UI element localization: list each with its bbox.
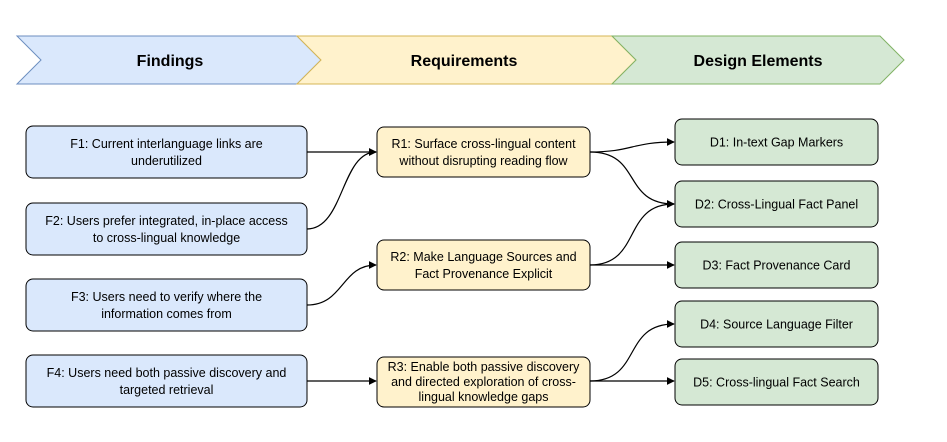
requirement-text-line: R2: Make Language Sources and (390, 250, 576, 264)
finding-text-line: F4: Users need both passive discovery an… (47, 366, 287, 380)
edge-f3-r2 (306, 261, 377, 306)
finding-text-line: F1: Current interlanguage links are (70, 137, 263, 151)
design-node-d2: D2: Cross-Lingual Fact Panel (674, 180, 879, 228)
design-elements-header: Design Elements (694, 53, 823, 70)
finding-text-line: F3: Users need to verify where the (71, 290, 262, 304)
requirements-column: R1: Surface cross-lingual content withou… (376, 126, 591, 408)
edge-r3-d4 (589, 320, 675, 382)
finding-text-line: underutilized (131, 154, 202, 168)
requirement-node-r3: R3: Enable both passive discovery and di… (376, 356, 591, 408)
edge-r1-d2 (589, 151, 675, 208)
requirement-text-line: R1: Surface cross-lingual content (391, 137, 576, 151)
design-text: D4: Source Language Filter (700, 318, 853, 332)
edges (306, 138, 675, 385)
finding-text-line: information comes from (101, 307, 232, 321)
findings-column: F1: Current interlanguage links are unde… (25, 125, 308, 408)
edge-r2-d2 (589, 200, 675, 266)
finding-node-f4: F4: Users need both passive discovery an… (25, 354, 308, 408)
finding-text-line: targeted retrieval (120, 383, 214, 397)
finding-node-f3: F3: Users need to verify where the infor… (25, 278, 308, 332)
requirement-node-r1: R1: Surface cross-lingual content withou… (376, 126, 591, 178)
requirement-text-line: Fact Provenance Explicit (415, 267, 553, 281)
edge-f2-r1 (306, 148, 377, 230)
design-elements-banner (610, 35, 905, 85)
finding-node-f1: F1: Current interlanguage links are unde… (25, 125, 308, 179)
finding-node-f2: F2: Users prefer integrated, in-place ac… (25, 202, 308, 256)
edge-r1-d1 (589, 138, 675, 153)
design-text: D5: Cross-lingual Fact Search (693, 376, 860, 390)
finding-text-line: to cross-lingual knowledge (93, 231, 240, 245)
requirement-text-line: without disrupting reading flow (398, 154, 568, 168)
requirements-header: Requirements (411, 53, 518, 70)
design-text: D3: Fact Provenance Card (703, 259, 851, 273)
design-text: D2: Cross-Lingual Fact Panel (695, 198, 858, 212)
findings-header: Findings (137, 53, 204, 70)
header-banners: Findings Requirements Design Elements (15, 35, 905, 85)
requirement-text-line: lingual knowledge gaps (419, 390, 549, 404)
design-node-d5: D5: Cross-lingual Fact Search (674, 358, 879, 406)
requirement-node-r2: R2: Make Language Sources and Fact Prove… (376, 239, 591, 291)
design-node-d1: D1: In-text Gap Markers (674, 118, 879, 166)
design-node-d4: D4: Source Language Filter (674, 300, 879, 348)
design-text: D1: In-text Gap Markers (710, 136, 843, 150)
design-node-d3: D3: Fact Provenance Card (674, 241, 879, 289)
requirement-text-line: and directed exploration of cross- (391, 375, 576, 389)
requirement-text-line: R3: Enable both passive discovery (388, 360, 581, 374)
finding-text-line: F2: Users prefer integrated, in-place ac… (45, 214, 287, 228)
design-elements-column: D1: In-text Gap Markers D2: Cross-Lingua… (674, 118, 879, 406)
